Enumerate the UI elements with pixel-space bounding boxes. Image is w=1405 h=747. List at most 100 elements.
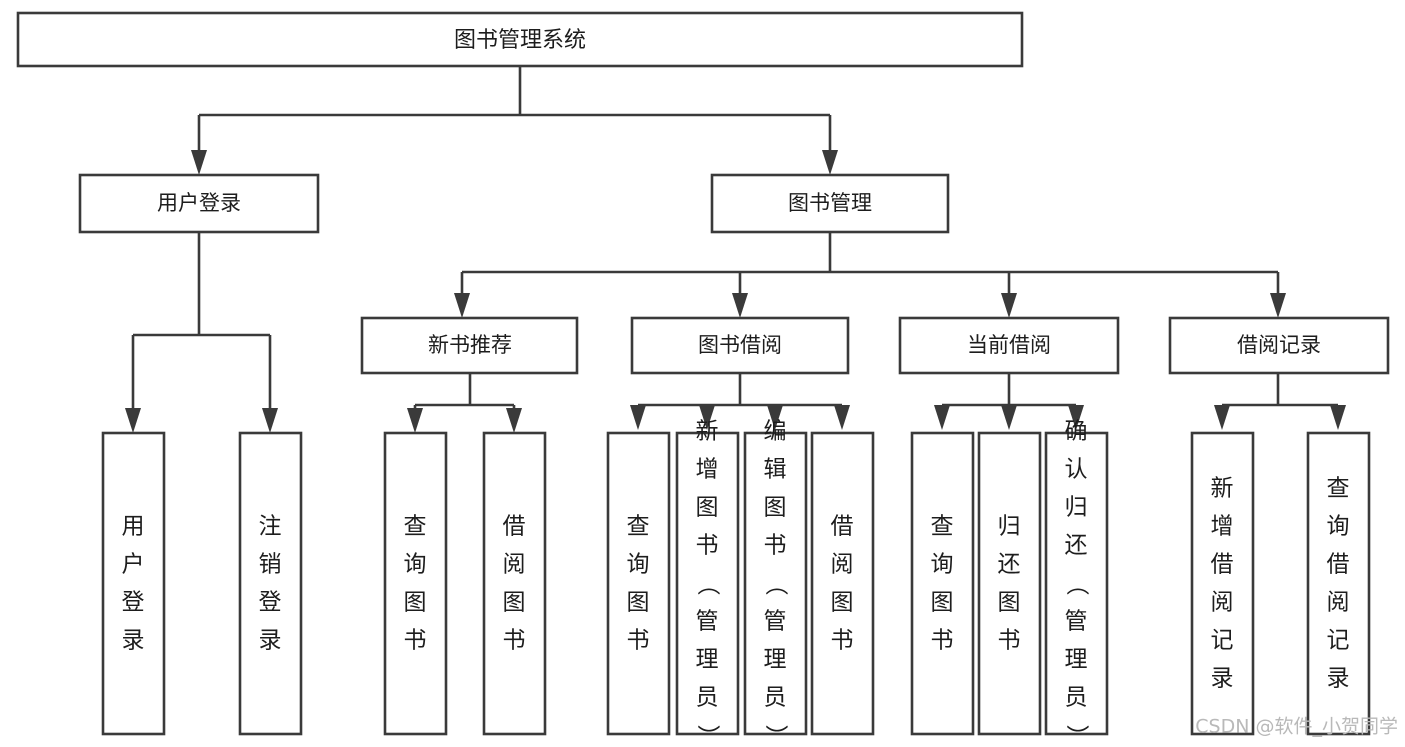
watermark-label: CSDN @软件_小贺同学 bbox=[1195, 716, 1398, 738]
leaf-label-char: 管 bbox=[1065, 609, 1088, 635]
node-root-box[interactable] bbox=[16, 11, 1024, 68]
leaf-label-char: 图 bbox=[931, 590, 954, 616]
leaf-label-char: （ bbox=[695, 573, 721, 596]
node-root[interactable]: 图书管理系统 bbox=[16, 11, 1024, 68]
leaf-label-char: 书 bbox=[831, 628, 854, 654]
leaf-label-char: ） bbox=[763, 725, 789, 747]
leaf-label-char: 录 bbox=[1211, 666, 1234, 692]
leaf-label-char: 查 bbox=[1327, 476, 1350, 502]
leaf-node-user-logout-box[interactable] bbox=[238, 431, 303, 736]
leaf-label-char: 确 bbox=[1065, 419, 1088, 445]
node-current-borrow[interactable]: 当前借阅 bbox=[898, 316, 1120, 375]
leaf-node-query-record-box[interactable] bbox=[1306, 431, 1371, 736]
node-current-borrow-box[interactable] bbox=[898, 316, 1120, 375]
arrow-head-borrow-record bbox=[1270, 293, 1286, 318]
node-book-borrow-label: 图书借阅 bbox=[698, 333, 782, 357]
leaf-label-char: 记 bbox=[1211, 628, 1234, 654]
arrow-head-leaf-edit-book bbox=[767, 405, 783, 430]
node-book-borrow[interactable]: 图书借阅 bbox=[630, 316, 850, 375]
leaf-label-char: 借 bbox=[831, 514, 854, 540]
leaf-label-char: 阅 bbox=[831, 552, 854, 578]
node-new-book-recommend-label: 新书推荐 bbox=[428, 333, 512, 357]
leaf-label-char: ） bbox=[1064, 725, 1090, 747]
leaf-node-query-book-2-box[interactable] bbox=[606, 431, 671, 736]
arrow-head-current-borrow bbox=[1001, 293, 1017, 318]
leaf-node-add-book-box[interactable] bbox=[675, 431, 740, 736]
arrow-head-leaf-query-book-3 bbox=[934, 405, 950, 430]
leaf-label-char: 阅 bbox=[503, 552, 526, 578]
leaf-node-edit-book-box[interactable] bbox=[743, 431, 808, 736]
arrow-head-leaf-return-book bbox=[1001, 405, 1017, 430]
leaf-label-char: 增 bbox=[696, 457, 719, 483]
leaf-label-char: 阅 bbox=[1211, 590, 1234, 616]
leaf-label-char: 图 bbox=[627, 590, 650, 616]
leaf-node-user-login-box[interactable] bbox=[101, 431, 166, 736]
arrow-head-book-management bbox=[822, 150, 838, 175]
arrow-head-leaf-confirm-return bbox=[1068, 405, 1084, 430]
leaf-label-char: ） bbox=[695, 725, 721, 747]
arrow-head-leaf-borrow-book-2 bbox=[834, 405, 850, 430]
leaf-node-return-book-box[interactable] bbox=[977, 431, 1042, 736]
leaf-label-char: 询 bbox=[1327, 514, 1350, 540]
node-new-book-recommend[interactable]: 新书推荐 bbox=[360, 316, 579, 375]
leaf-node-query-book-1-box[interactable] bbox=[383, 431, 448, 736]
leaf-label-char: 图 bbox=[998, 590, 1021, 616]
leaf-node-query-book-3-box[interactable] bbox=[910, 431, 975, 736]
leaf-node-borrow-book-1-box[interactable] bbox=[482, 431, 547, 736]
leaf-label-char: 理 bbox=[696, 647, 719, 673]
leaf-label-char: 图 bbox=[404, 590, 427, 616]
node-user-login-box[interactable] bbox=[78, 173, 320, 234]
leaf-node-confirm-return-box[interactable] bbox=[1044, 431, 1109, 736]
leaf-node-add-record-box[interactable] bbox=[1190, 431, 1255, 736]
leaf-label-char: 书 bbox=[998, 628, 1021, 654]
node-book-borrow-box[interactable] bbox=[630, 316, 850, 375]
leaf-node-borrow-book-2-box[interactable] bbox=[810, 431, 875, 736]
leaf-label-char: 用 bbox=[122, 514, 145, 540]
node-borrow-record[interactable]: 借阅记录 bbox=[1168, 316, 1390, 375]
arrow-head-leaf-user-login bbox=[125, 408, 141, 433]
leaf-label-char: 图 bbox=[696, 495, 719, 521]
leaf-label-char: 记 bbox=[1327, 628, 1350, 654]
arrow-head-leaf-query-book-1 bbox=[407, 408, 423, 433]
leaf-node-user-login[interactable]: 用户登录 bbox=[101, 431, 166, 736]
node-user-login[interactable]: 用户登录 bbox=[78, 173, 320, 234]
leaf-label-char: 管 bbox=[764, 609, 787, 635]
node-borrow-record-box[interactable] bbox=[1168, 316, 1390, 375]
node-new-book-recommend-box[interactable] bbox=[360, 316, 579, 375]
leaf-label-char: 登 bbox=[259, 590, 282, 616]
leaf-label-char: （ bbox=[763, 573, 789, 596]
leaf-label-char: 录 bbox=[122, 628, 145, 654]
leaf-label-char: 询 bbox=[931, 552, 954, 578]
leaf-label-char: 增 bbox=[1211, 514, 1234, 540]
node-book-management[interactable]: 图书管理 bbox=[710, 173, 950, 234]
arrow-head-leaf-add-book bbox=[699, 405, 715, 430]
node-book-management-label: 图书管理 bbox=[788, 191, 872, 215]
node-current-borrow-label: 当前借阅 bbox=[967, 333, 1051, 357]
node-book-management-box[interactable] bbox=[710, 173, 950, 234]
